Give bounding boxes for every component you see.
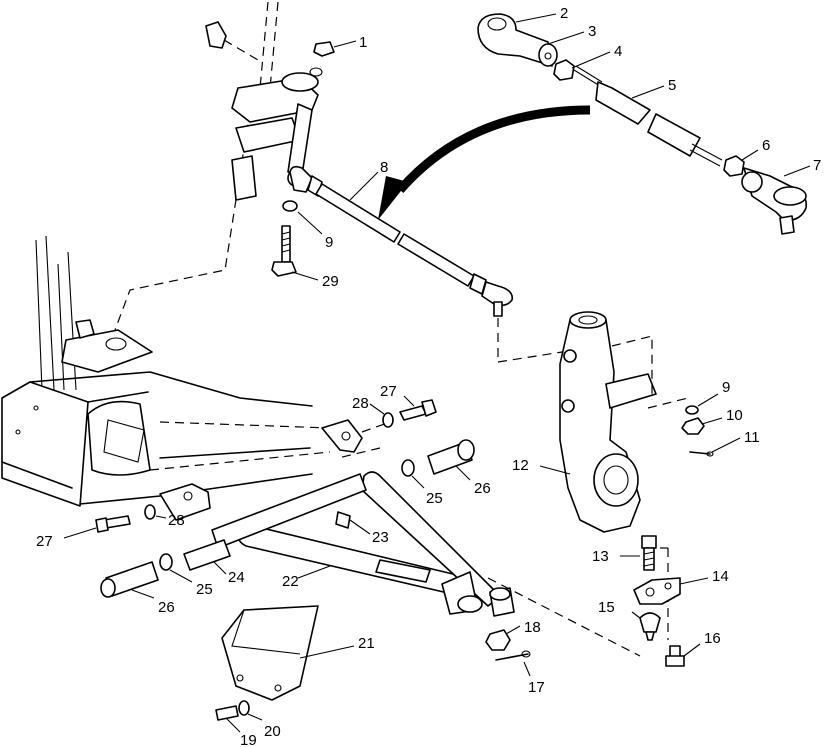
callout-9b: 9: [722, 379, 730, 396]
callout-18: 18: [524, 619, 541, 636]
callout-17: 17: [528, 679, 545, 696]
spindle-arm-dash: [647, 397, 689, 409]
callout-27a: 27: [36, 533, 53, 550]
arm-ball-joint-housing: [487, 577, 641, 657]
ball-joint-item-15: 15: [598, 599, 661, 641]
cotter-pin-item-11: 11: [689, 429, 760, 457]
bolt-item-27-lower: 27: [36, 515, 131, 550]
washer-item-9-right: 9: [685, 379, 730, 415]
callout-14: 14: [712, 568, 729, 585]
callout-26a: 26: [474, 480, 491, 497]
bolt-item-19: 19: [215, 705, 257, 747]
callout-23: 23: [372, 529, 389, 546]
callout-16: 16: [704, 630, 721, 647]
tie-rod-assembled: 8: [289, 159, 563, 363]
skid-plate-item-21: 21: [221, 605, 375, 701]
callouts-tie-rod: 2 3 4 5 6 7: [515, 5, 821, 177]
callout-5: 5: [668, 77, 676, 94]
bracket-upper: [321, 419, 391, 453]
callout-29: 29: [322, 273, 339, 290]
callout-1: 1: [359, 34, 367, 51]
callout-13: 13: [592, 548, 609, 565]
bolt-item-27-upper: 27: [380, 383, 437, 421]
washer-item-25-left: 25: [159, 553, 213, 598]
callout-10: 10: [726, 407, 743, 424]
a-arm-item-22: 22 23: [211, 471, 501, 615]
nut-item-10: 10: [681, 407, 743, 435]
washer-item-20: 20: [238, 700, 281, 740]
steering-spindle-item-12: 12: [512, 311, 657, 533]
callout-8: 8: [380, 159, 388, 176]
bolt-column-top: [205, 21, 259, 61]
tie-rod-exploded: [477, 13, 807, 235]
steering-post: [114, 1, 323, 331]
washer-item-9-left: 9: [282, 200, 333, 251]
bolt-item-29: 29: [271, 225, 339, 290]
bracket-lower: [159, 483, 211, 521]
callout-20: 20: [264, 723, 281, 740]
callout-6: 6: [762, 137, 770, 154]
callout-4: 4: [614, 43, 622, 60]
callout-26b: 26: [158, 599, 175, 616]
callout-22: 22: [282, 573, 299, 590]
callout-3: 3: [588, 23, 596, 40]
washer-item-25-right: 25: [401, 459, 443, 507]
ball-joint-plate-item-14: 14: [633, 568, 729, 605]
nut-item-1: 1: [313, 34, 367, 57]
nut-item-18: 18: [485, 619, 541, 651]
callout-28b: 28: [168, 512, 185, 529]
callout-27b: 27: [380, 383, 397, 400]
chassis-frame: [1, 235, 331, 507]
pivot-shaft-item-26-left: 26: [100, 561, 175, 616]
bushing-item-24: 24: [183, 539, 245, 586]
cotter-pin-item-17: 17: [495, 650, 545, 696]
callout-25a: 25: [426, 490, 443, 507]
callout-25b: 25: [196, 581, 213, 598]
callout-24: 24: [228, 569, 245, 586]
pivot-shaft-item-26-right: 26: [427, 439, 491, 497]
callout-11: 11: [744, 429, 760, 446]
assembly-arrow: [378, 105, 591, 220]
spacer-item-28-lower: 28: [144, 504, 185, 529]
callout-15: 15: [598, 599, 615, 616]
spacer-item-28-upper: 28: [352, 395, 394, 428]
callout-19: 19: [240, 732, 257, 747]
callout-21: 21: [358, 635, 375, 652]
callout-12: 12: [512, 457, 529, 474]
callout-7: 7: [813, 157, 821, 174]
misc-dash-lines: [337, 447, 381, 459]
callout-2: 2: [560, 5, 568, 22]
callout-28a: 28: [352, 395, 369, 412]
bolt-item-16: 16: [665, 630, 721, 667]
callout-9a: 9: [325, 234, 333, 251]
